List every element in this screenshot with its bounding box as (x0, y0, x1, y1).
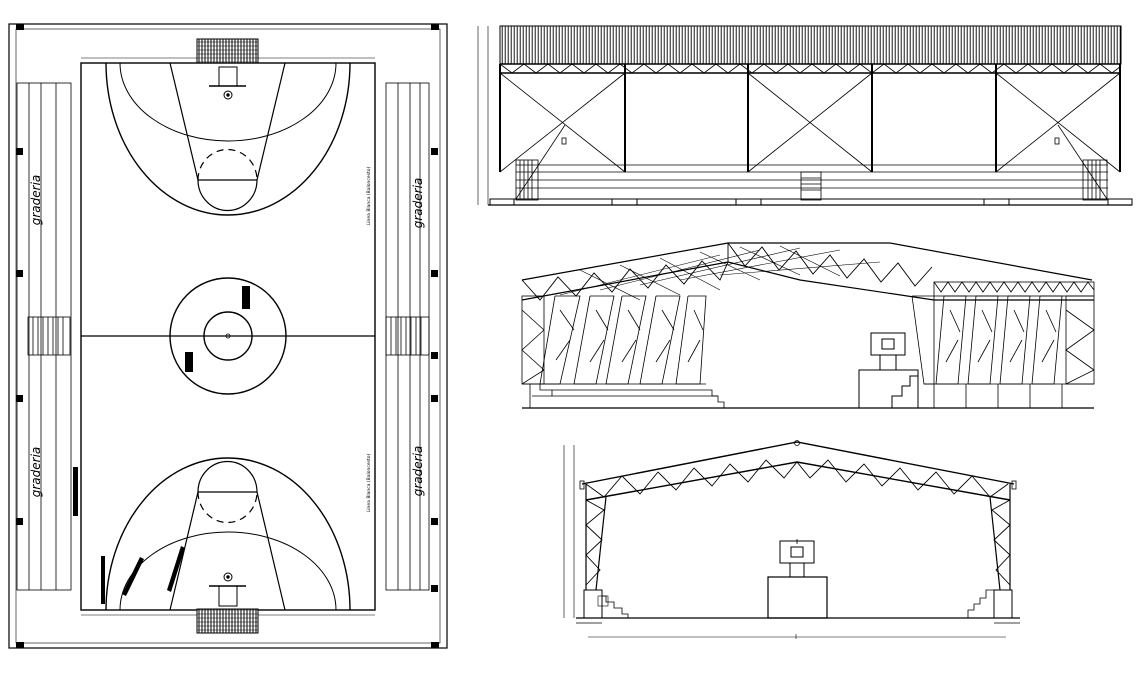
basketball-court (73, 38, 376, 634)
stand-label-left-bottom: graderia (29, 447, 43, 498)
court-note-top: Linea Blanca (Baloncesto) (366, 167, 372, 226)
right-stands (385, 82, 430, 591)
court-note-bottom: Linea Blanca (Baloncesto) (366, 454, 372, 513)
floor-plan: graderia graderia graderia graderia Line… (8, 23, 448, 649)
cross-section (563, 440, 1020, 639)
stand-label-left-top: graderia (29, 175, 43, 226)
stand-label-right-bottom: graderia (411, 446, 425, 497)
bench-markers (73, 286, 250, 604)
left-stands (16, 82, 72, 591)
column-markers (16, 24, 439, 648)
lateral-elevation (521, 242, 1095, 409)
stand-label-right-top: graderia (411, 178, 425, 229)
longitudinal-elevation (477, 25, 1133, 206)
